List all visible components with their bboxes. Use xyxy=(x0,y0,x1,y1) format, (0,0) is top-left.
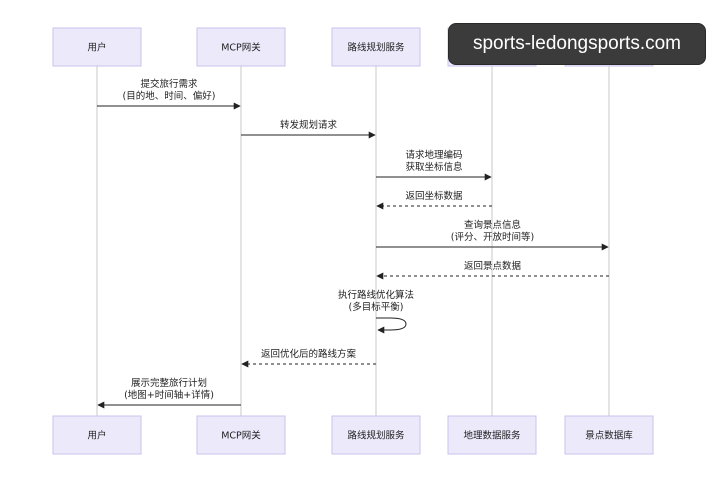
actor-label-user-bottom: 用户 xyxy=(87,430,106,442)
lifelines xyxy=(96,66,610,416)
message-label-8-1: (地图+时间轴+详情) xyxy=(124,389,214,401)
message-arrow-6 xyxy=(376,317,407,334)
message-label-0-1: (目的地、时间、偏好) xyxy=(123,90,216,102)
message-label-2-1: 获取坐标信息 xyxy=(405,161,462,173)
messages: 提交旅行需求(目的地、时间、偏好) 转发规划请求请求地理编码获取坐标信息返回坐标数… xyxy=(97,78,609,409)
message-label-4-1: (评分、开放时间等) xyxy=(451,231,534,243)
message-label-1-0: 转发规划请求 xyxy=(280,119,338,131)
actor-box-mcp-top xyxy=(196,27,286,67)
actor-box-route-top xyxy=(331,27,421,67)
message-label-4-0: 查询景点信息 xyxy=(464,219,521,231)
message-label-8-0: 展示完整旅行计划 xyxy=(131,377,207,389)
message-label-5-0: 返回景点数据 xyxy=(464,260,522,272)
watermark: sports-ledongsports.com xyxy=(449,24,705,64)
actor-label-poi-bottom: 景点数据库 xyxy=(585,430,633,442)
actor-label-route-bottom: 路线规划服务 xyxy=(347,430,405,442)
actor-label-mcp-top: MCP网关 xyxy=(221,42,261,54)
message-label-6-1: (多目标平衡) xyxy=(349,301,404,313)
actor-box-route-bottom xyxy=(331,415,421,455)
message-label-3-0: 返回坐标数据 xyxy=(405,190,463,202)
message-label-2-0: 请求地理编码 xyxy=(405,149,462,161)
message-label-0-0: 提交旅行需求 xyxy=(140,78,198,90)
actor-box-geo-bottom xyxy=(447,415,537,455)
actor-box-user-bottom xyxy=(52,415,142,455)
actor-box-user-top xyxy=(52,27,142,67)
actor-box-mcp-bottom xyxy=(196,415,286,455)
actor-label-mcp-bottom: MCP网关 xyxy=(221,430,261,442)
message-label-6-0: 执行路线优化算法 xyxy=(338,289,414,301)
actors-bottom: 用户 MCP网关 路线规划服务 地理数据服务 景点数据库 xyxy=(52,415,654,455)
actor-label-route-top: 路线规划服务 xyxy=(347,42,405,54)
message-label-7-0: 返回优化后的路线方案 xyxy=(261,348,357,360)
actor-label-geo-bottom: 地理数据服务 xyxy=(463,430,521,442)
actor-label-user-top: 用户 xyxy=(87,42,106,54)
watermark-text: sports-ledongsports.com xyxy=(472,33,682,54)
actor-box-poi-bottom xyxy=(564,415,654,455)
